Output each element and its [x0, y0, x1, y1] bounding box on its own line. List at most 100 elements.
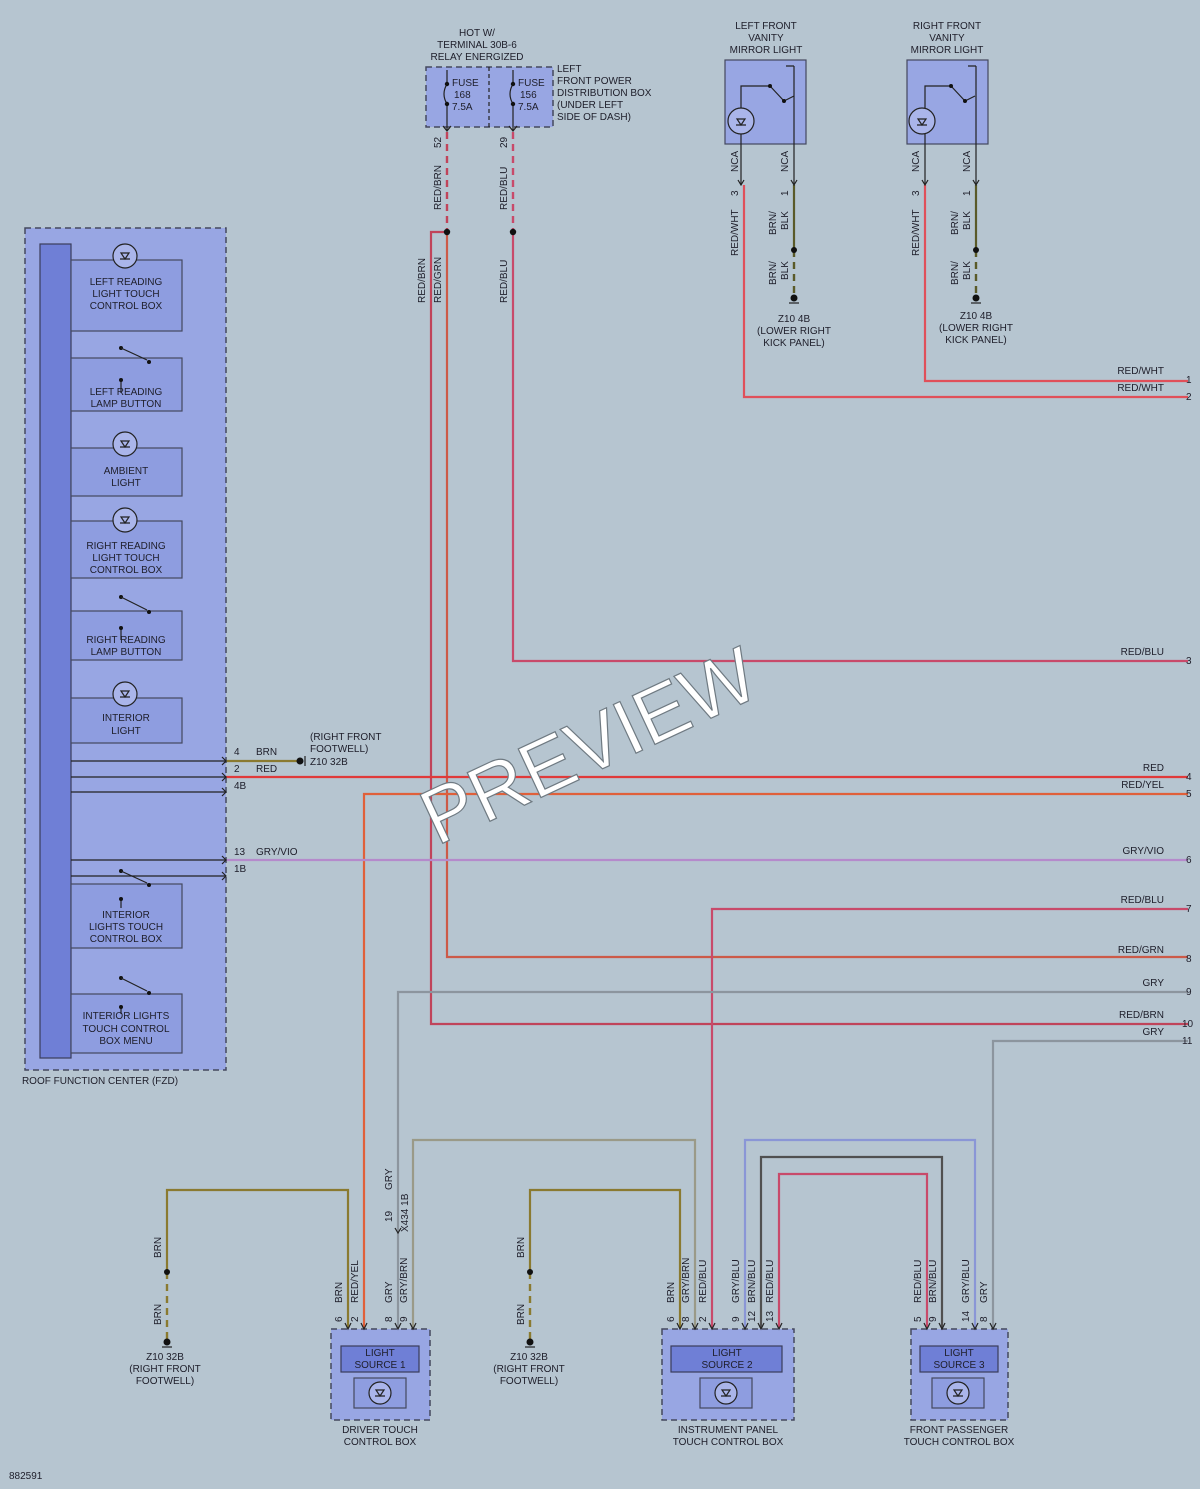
edge-wire-label: RED/BRN: [1119, 1010, 1164, 1021]
fzd-comp-5-l2: LAMP BUTTON: [91, 647, 162, 658]
left-mirror-pin-b: 1: [780, 190, 791, 196]
fuse-hot-label-2: TERMINAL 30B-6: [437, 40, 517, 51]
edge-wire-label: GRY: [1143, 1027, 1165, 1038]
edge-wire-label: RED/BLU: [1121, 895, 1164, 906]
source1-pin: 2: [350, 1316, 361, 1322]
left-mirror-title-1: LEFT FRONT: [735, 21, 796, 32]
ip-ground-1: Z10 32B: [510, 1352, 548, 1363]
fzd-comp-6-l1: INTERIOR: [102, 713, 150, 724]
right-mirror-ground-2: (LOWER RIGHT: [939, 323, 1013, 334]
fzd-comp-4-l3: CONTROL BOX: [90, 565, 163, 576]
right-mirror-conn-a: NCA: [911, 151, 922, 172]
source1-wire: GRY/BRN: [399, 1258, 410, 1303]
wire-red-blu-3: [511, 232, 1188, 663]
right-mirror-ground-3: KICK PANEL): [945, 335, 1007, 346]
right-mirror-title-3: MIRROR LIGHT: [911, 45, 984, 56]
fzd-comp-7-l2: LIGHTS TOUCH: [89, 922, 163, 933]
fzd-comp-1-l2: LIGHT TOUCH: [92, 289, 159, 300]
source2-wire: GRY/BLU: [731, 1259, 742, 1303]
led-icon: [374, 1389, 386, 1398]
left-mirror-conn-b: NCA: [780, 151, 791, 172]
ground-icon: [971, 294, 981, 304]
fzd-ground-label-1: (RIGHT FRONT: [310, 732, 381, 743]
fuse-box-location-4: (UNDER LEFT: [557, 100, 623, 111]
edge-wire-label: RED/GRN: [1118, 945, 1164, 956]
edge-num: 6: [1186, 855, 1192, 866]
splice-dot: [509, 228, 517, 236]
splice-dot: [527, 1269, 533, 1275]
source2-pin: 13: [765, 1310, 776, 1322]
right-edge-connectors: RED/WHT 1 RED/WHT 2 RED/BLU 3 RED 4 RED/…: [1117, 366, 1193, 1047]
led-icon: [720, 1389, 732, 1398]
edge-wire-label: RED/WHT: [1117, 383, 1164, 394]
gry-branch-pin: 19: [384, 1210, 395, 1222]
fzd-title: ROOF FUNCTION CENTER (FZD): [22, 1076, 178, 1087]
wire-gry-11: [991, 1039, 1188, 1328]
led-icon: [112, 507, 138, 533]
edge-num: 3: [1186, 656, 1192, 667]
left-mirror-ground-1: Z10 4B: [778, 314, 811, 325]
led-icon: [916, 118, 928, 127]
fzd-comp-3-l1: AMBIENT: [104, 466, 148, 477]
source1-name-1: LIGHT: [365, 1348, 394, 1359]
right-mirror-conn-b: NCA: [962, 151, 973, 172]
led-icon: [112, 681, 138, 707]
fuse-box: [425, 66, 554, 132]
left-mirror-title-2: VANITY: [748, 33, 784, 44]
source2-name-1: LIGHT: [712, 1348, 741, 1359]
source3-pin: 5: [913, 1316, 924, 1322]
ip-ground-2: (RIGHT FRONT: [493, 1364, 564, 1375]
fuse-box-location-1: LEFT: [557, 64, 581, 75]
right-mirror-wire-a: RED/WHT: [911, 209, 922, 256]
led-icon: [952, 1389, 964, 1398]
fuse-box-location-3: DISTRIBUTION BOX: [557, 88, 652, 99]
edge-num: 8: [1186, 954, 1192, 965]
right-mirror-title-1: RIGHT FRONT: [913, 21, 981, 32]
preview-watermark: PREVIEW: [407, 629, 771, 861]
edge-num: 11: [1182, 1036, 1193, 1047]
fzd-comp-2-l2: LAMP BUTTON: [91, 399, 162, 410]
wire-red-blu-link: [777, 1172, 929, 1328]
ip-brn-label-lower: BRN: [516, 1304, 527, 1325]
fuse-156-pin: 29: [499, 136, 510, 148]
fuse-168-num: 168: [454, 90, 471, 101]
source1-wire: RED/YEL: [350, 1260, 361, 1303]
left-mirror-title-3: MIRROR LIGHT: [730, 45, 803, 56]
fzd-ground-label-3: Z10 32B: [310, 757, 348, 768]
source2-pin: 12: [747, 1310, 758, 1322]
source2-caption-2: TOUCH CONTROL BOX: [673, 1437, 784, 1448]
source3-pin: 9: [928, 1316, 939, 1322]
fzd-pin-1b: 1B: [234, 864, 247, 875]
edge-num: 10: [1182, 1019, 1194, 1030]
wire-gry-brn: [411, 1138, 697, 1328]
fuse-156-num: 156: [520, 90, 537, 101]
switch-icon: [119, 976, 151, 1014]
source1-pin: 8: [384, 1316, 395, 1322]
fuse-box-location-5: SIDE OF DASH): [557, 112, 631, 123]
source1-pin: 6: [334, 1316, 345, 1322]
edge-num: 7: [1186, 904, 1192, 915]
fzd-comp-7-l1: INTERIOR: [102, 910, 150, 921]
wire-red-blu-7: [710, 907, 1188, 1328]
driver-ground-2: (RIGHT FRONT: [129, 1364, 200, 1375]
fzd-comp-1-l1: LEFT READING: [90, 277, 163, 288]
left-mirror-wire-b1: BRN/: [768, 211, 779, 235]
source3-wire: RED/BLU: [913, 1260, 924, 1303]
source3-wire: GRY: [979, 1281, 990, 1303]
fzd-pin-4-wire: BRN: [256, 747, 277, 758]
source2-pin: 2: [698, 1316, 709, 1322]
edge-num: 4: [1186, 772, 1192, 783]
source2-name-2: SOURCE 2: [701, 1360, 753, 1371]
splice-dot: [791, 247, 797, 253]
fuse-168-wire: RED/BRN: [433, 165, 444, 210]
source2-wire: RED/BLU: [765, 1260, 776, 1303]
gry-branch-wire: GRY: [384, 1168, 395, 1190]
led-icon: [735, 118, 747, 127]
left-mirror-conn-a: NCA: [730, 151, 741, 172]
source2-pin: 9: [731, 1316, 742, 1322]
fzd-comp-4-l1: RIGHT READING: [86, 541, 165, 552]
source3-pin: 8: [979, 1316, 990, 1322]
switch-icon: [119, 869, 151, 908]
right-vanity-mirror-light: [906, 59, 989, 187]
